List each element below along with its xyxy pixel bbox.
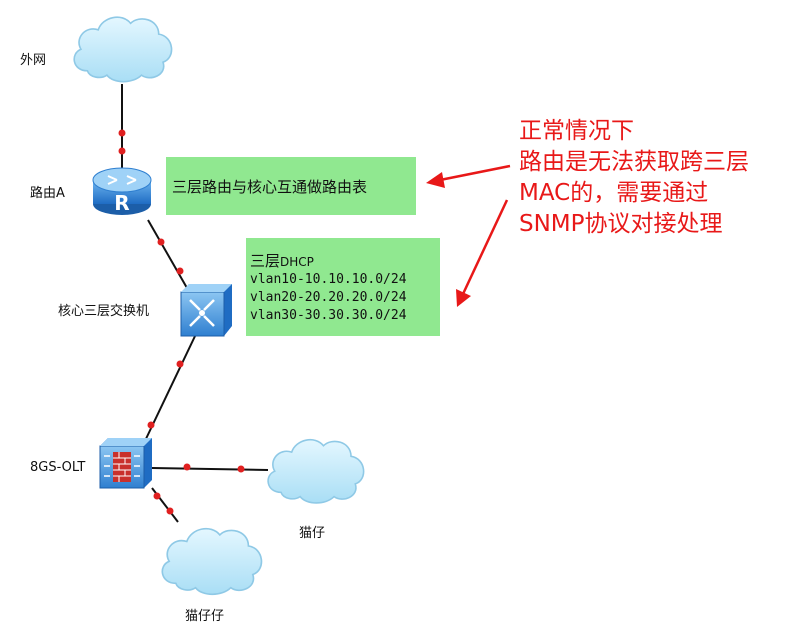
svg-text:R: R <box>114 191 129 215</box>
link-dot <box>176 360 184 368</box>
link-dot <box>147 421 155 429</box>
node-label-core-switch: 核心三层交换机 <box>58 304 150 319</box>
dhcp-note: 三层DHCP vlan10-10.10.10.0/24 vlan20-20.20… <box>246 238 440 336</box>
link-dot <box>183 463 191 471</box>
dhcp-title-suffix: DHCP <box>280 255 314 269</box>
router-icon: R <box>92 167 152 215</box>
annotation-line: SNMP协议对接处理 <box>519 211 723 237</box>
annotation-line: 正常情况下 <box>519 118 634 144</box>
node-label-cloud-cat2: 猫仔仔 <box>185 609 225 624</box>
node-label-cloud-cat: 猫仔 <box>299 526 326 541</box>
link-router-switch <box>147 219 188 289</box>
layer3-switch-icon <box>180 284 232 337</box>
dhcp-vlan-line: vlan20-20.20.20.0/24 <box>250 290 407 305</box>
arrow-to-dhcp-note <box>461 199 509 295</box>
link-dot <box>118 147 126 155</box>
node-label-olt: 8GS-OLT <box>30 460 86 475</box>
cloud-icon <box>161 527 263 596</box>
arrow-to-routing-note <box>439 164 511 182</box>
link-dot <box>237 465 245 473</box>
annotation-arrows <box>426 164 511 307</box>
annotation-line: MAC的，需要通过 <box>519 180 709 206</box>
arrowhead <box>426 172 445 188</box>
dhcp-note-title: 三层DHCP <box>250 252 440 271</box>
link-dot <box>118 129 126 137</box>
routing-note: 三层路由与核心互通做路由表 <box>166 157 416 215</box>
cloud-icon <box>267 438 365 504</box>
arrowhead <box>456 289 471 307</box>
link-dot <box>176 267 184 275</box>
link-dots <box>118 129 245 515</box>
olt-firewall-icon <box>99 438 152 489</box>
annotation-line: 路由是无法获取跨三层 <box>519 149 749 175</box>
dhcp-title-main: 三层 <box>250 252 281 270</box>
annotation-text: 正常情况下 路由是无法获取跨三层 MAC的，需要通过 SNMP协议对接处理 <box>519 116 749 240</box>
link-dot <box>153 492 161 500</box>
dhcp-vlan-line: vlan30-30.30.30.0/24 <box>250 308 407 323</box>
link-dot <box>157 238 165 246</box>
node-label-internet: 外网 <box>20 53 47 68</box>
routing-note-text: 三层路由与核心互通做路由表 <box>172 177 368 196</box>
dhcp-vlan-line: vlan10-10.10.10.0/24 <box>250 272 407 287</box>
cloud-icon <box>73 16 173 83</box>
link-olt-cat <box>151 467 269 471</box>
link-dot <box>166 507 174 515</box>
node-label-router: 路由A <box>30 186 65 201</box>
